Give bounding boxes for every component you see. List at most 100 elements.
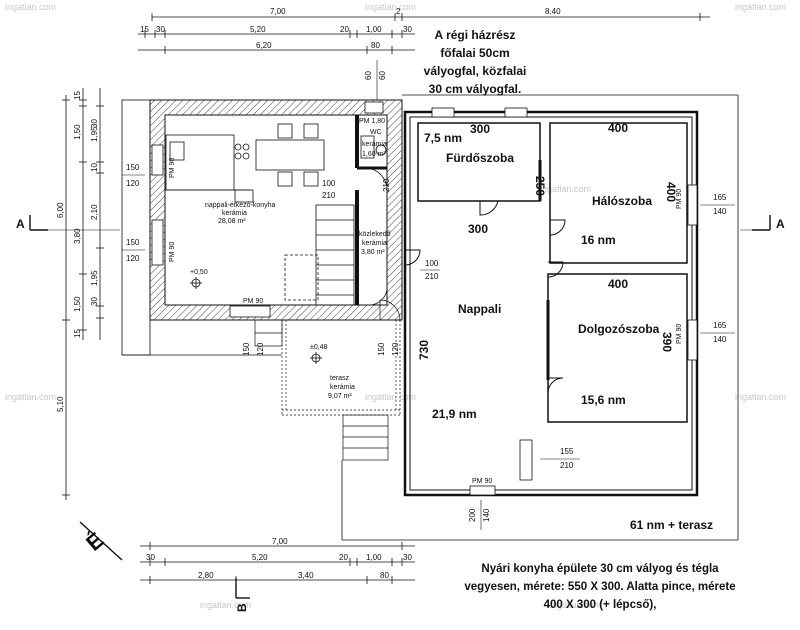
dim-label: 120	[391, 342, 400, 356]
dim-label: 150	[126, 238, 140, 247]
dim-label: 210	[560, 461, 574, 470]
room-area: 16 nm	[581, 233, 616, 247]
dim-label: 2,10	[90, 204, 99, 220]
room-name: WC	[370, 129, 382, 136]
dim-label: 20	[340, 25, 349, 34]
dim-label: 30	[156, 25, 165, 34]
bottom-dimension-labels: 7,00 30 5,20 20 1,00 30 2,80 3,40 80	[146, 537, 412, 580]
dim-label: 5,20	[250, 25, 266, 34]
room-name: nappali-étkező-konyha	[205, 202, 276, 209]
dim-label: 100	[322, 179, 336, 188]
dim-label: 155	[560, 447, 574, 456]
dim-label: 3,80	[73, 228, 82, 244]
dim-label: 1,95	[90, 126, 99, 142]
summer-kitchen-walls	[149, 99, 403, 321]
dim-label: 2	[396, 7, 401, 16]
dim-label: 6,20	[256, 41, 272, 50]
room-dim: 730	[417, 340, 431, 360]
bottom-dimension-chains	[140, 542, 415, 584]
dim-label: 30	[403, 25, 412, 34]
left-dimension-labels: 6,00 5,10 15 1,50 3,80 1,50 15 30 1,95 1…	[56, 91, 99, 412]
room-floor: kerámia	[222, 210, 247, 217]
dim-label: 210	[322, 191, 336, 200]
dim-label: 120	[256, 342, 265, 356]
pm-label: PM 90	[169, 158, 176, 178]
section-a-right: A	[776, 217, 785, 231]
dim-label: 8,40	[545, 7, 561, 16]
room-dim: 300	[468, 222, 488, 236]
room-dim: 400	[664, 182, 678, 202]
outer-lines	[121, 94, 739, 541]
main-opening-labels: 165 140 165 140 155 210 200 140	[468, 193, 735, 530]
dim-label: 150	[126, 163, 140, 172]
room-dim: 250	[533, 176, 547, 196]
dim-label: 30	[90, 297, 99, 306]
dim-label: 60	[364, 71, 373, 80]
section-b: B	[235, 603, 249, 612]
dim-label: 150	[377, 342, 386, 356]
room-floor: kerámia	[330, 384, 355, 391]
watermark: ingatlan.com	[365, 2, 416, 12]
north-arrow-label: É	[81, 527, 108, 556]
level-markers	[190, 277, 322, 364]
dim-label: 60	[378, 71, 387, 80]
room-dim: 400	[608, 277, 628, 291]
dim-label: 165	[713, 193, 727, 202]
room-pm: PM 1,80	[359, 118, 385, 125]
watermark: ingatlan.com	[735, 392, 786, 402]
room-name: terasz	[330, 375, 350, 382]
total-area-note: 61 nm + terasz	[630, 518, 740, 532]
room-floor: kerámia	[362, 240, 387, 247]
room-dim: 400	[608, 121, 628, 135]
dim-label: 165	[713, 321, 727, 330]
room-name: Nappali	[458, 302, 501, 316]
summer-kitchen-note-line: vegyesen, mérete: 550 X 300. Alatta pinc…	[464, 581, 736, 593]
watermark: ingatlan.com	[540, 184, 591, 194]
summer-kitchen-note-line: 400 X 300 (+ lépcső),	[543, 599, 657, 611]
room-dim: 300	[470, 122, 490, 136]
dim-label: 1,50	[73, 296, 82, 312]
dim-label: 1,50	[73, 124, 82, 140]
main-house-walls	[403, 107, 699, 497]
dim-label: 15	[140, 25, 149, 34]
dim-label: 5,10	[56, 396, 65, 412]
wall-note-line: A régi házrész	[434, 28, 516, 42]
room-area: 15,6 nm	[581, 393, 626, 407]
dim-label: 1,95	[90, 270, 99, 286]
watermark: ingatlan.com	[365, 392, 416, 402]
main-room-labels: 7,5 nm 300 Fürdőszoba 250 300 400 Hálósz…	[417, 121, 683, 485]
wall-note-line: 30 cm vályogfal.	[428, 82, 522, 96]
watermarks: ingatlan.com ingatlan.com ingatlan.com i…	[5, 2, 786, 610]
dim-label: 140	[482, 508, 491, 522]
dim-label: 120	[126, 179, 140, 188]
pm-label: PM 90	[169, 242, 176, 262]
dim-label: 150	[242, 342, 251, 356]
dim-label: 80	[371, 41, 380, 50]
room-area: 28,08 m²	[218, 218, 246, 225]
dim-label: 6,00	[56, 202, 65, 218]
level-mark: ±0,48	[310, 344, 328, 351]
watermark: ingatlan.com	[200, 600, 251, 610]
kitchen-opening-labels: 150 120 150 120 60 60 100 210 210 100 21…	[122, 60, 440, 356]
room-area: 21,9 nm	[432, 407, 477, 421]
room-area: 7,5 nm	[424, 131, 462, 145]
watermark: ingatlan.com	[5, 392, 56, 402]
dim-label: 3,40	[298, 571, 314, 580]
room-floor: kerámia	[362, 141, 387, 148]
dim-label: 10	[90, 163, 99, 172]
terrace	[254, 299, 401, 461]
dim-label: 210	[425, 272, 439, 281]
kitchen-room-labels: nappali-étkező-konyha kerámia 28,08 m² P…	[169, 118, 391, 400]
dim-label: 120	[126, 254, 140, 263]
wall-note-line: főfalai 50cm	[440, 46, 510, 60]
pm-label: PM 90	[676, 189, 683, 209]
watermark: ingatlan.com	[5, 2, 56, 12]
pm-label: PM 90	[472, 478, 492, 485]
dim-label: 200	[468, 508, 477, 522]
dim-label: 30	[146, 553, 155, 562]
dim-label: 20	[339, 553, 348, 562]
wall-note: A régi házrész főfalai 50cm vályogfal, k…	[405, 26, 545, 98]
room-dim: 390	[660, 332, 674, 352]
watermark: ingatlan.com	[550, 600, 601, 610]
